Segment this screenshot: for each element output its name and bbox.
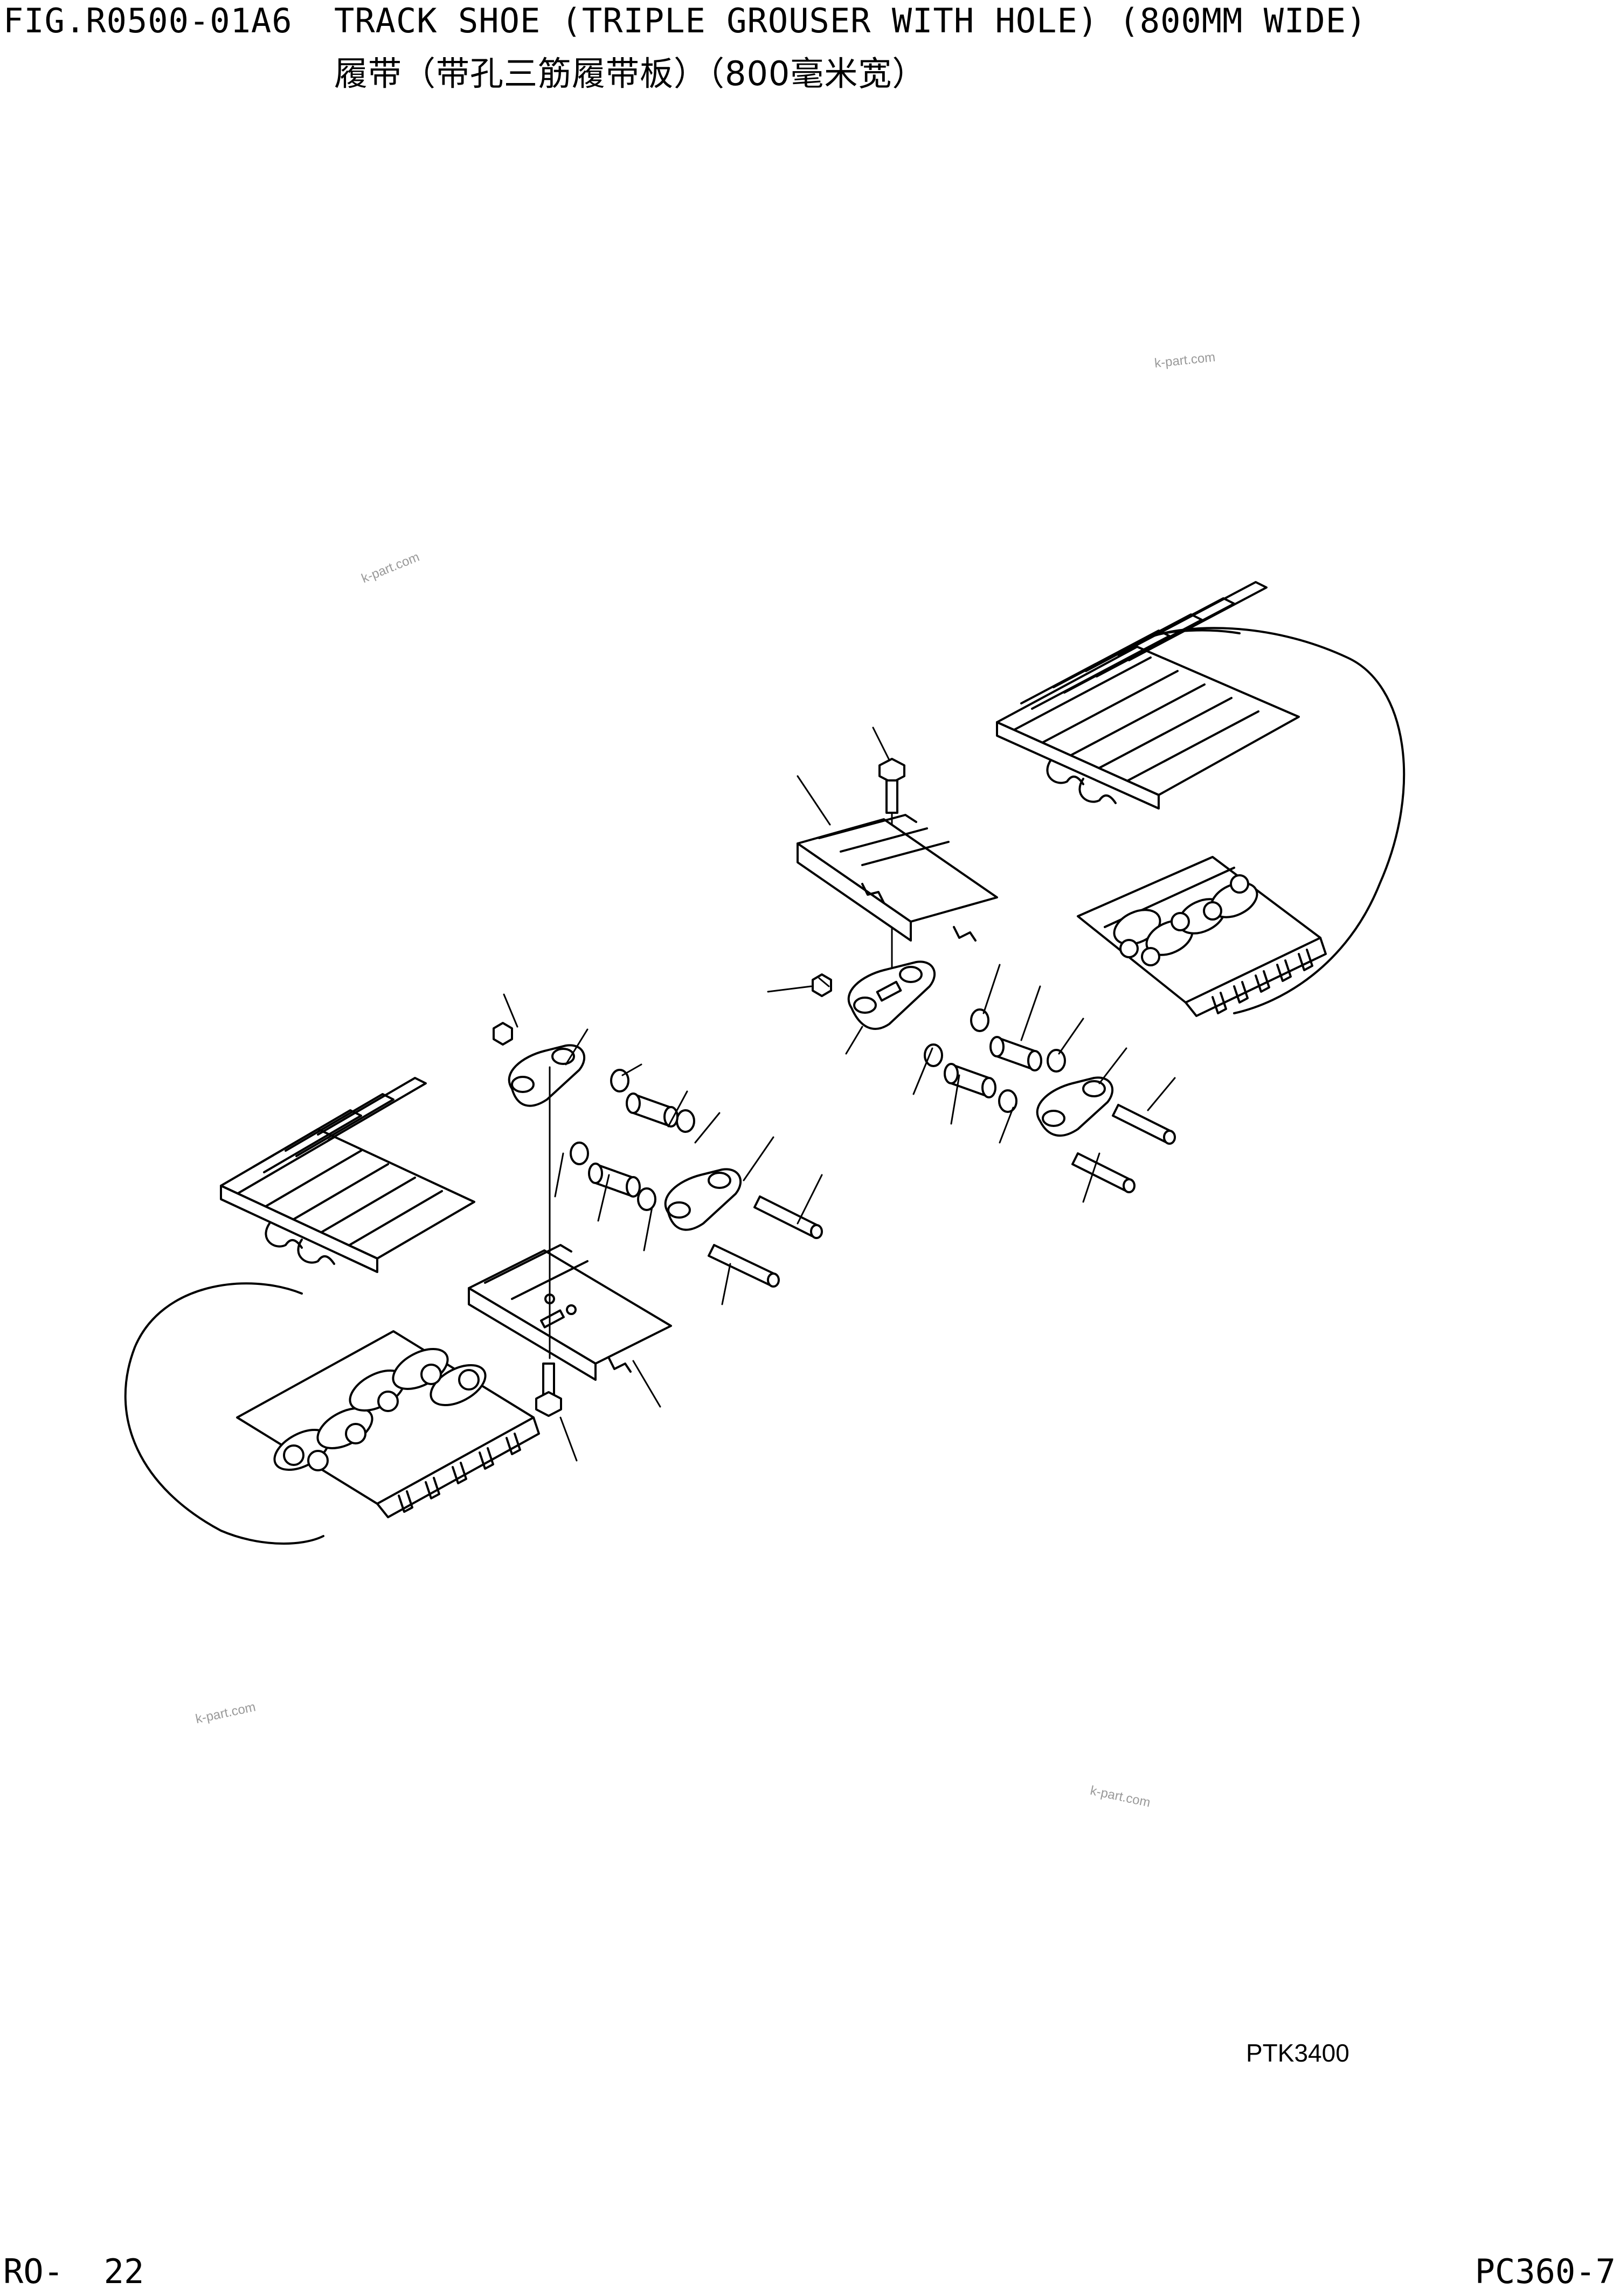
exploded-parts-right: [797, 758, 1176, 1193]
dust-seal-right-3: [924, 1043, 943, 1067]
track-link-left-2: [664, 1168, 742, 1231]
lower-chain-links: [236, 1330, 540, 1518]
bushing-right-lower: [944, 1063, 996, 1098]
figure-number: FIG.R0500-01A6: [3, 1, 293, 40]
track-link-right: [1036, 1076, 1114, 1137]
track-pin-right-2: [1071, 1152, 1136, 1193]
track-pin-right-1: [1112, 1104, 1176, 1145]
shoe-bolt-lower: [535, 1363, 562, 1417]
leader-lines: [503, 727, 1176, 1462]
bushing-left-upper: [626, 1092, 679, 1128]
grouser-shoe-upper: [797, 814, 998, 942]
track-pin-left-2: [708, 1244, 780, 1288]
dust-seal-right-1: [970, 1008, 989, 1032]
page-number: RO- 22: [3, 2252, 144, 2291]
track-pin-left-1: [753, 1195, 823, 1239]
lower-grouser-shoes: [220, 1077, 475, 1273]
grouser-shoe-lower: [468, 1244, 672, 1381]
bushing-left-lower: [588, 1163, 641, 1198]
track-assembly-lower-left: [124, 1077, 540, 1545]
shoe-nut-upper: [812, 973, 832, 997]
illustration-code: PTK3400: [1246, 2039, 1349, 2067]
dust-seal-right-2: [1047, 1049, 1066, 1073]
exploded-parts-left: [468, 1022, 823, 1417]
dust-seal-left-2: [676, 1109, 695, 1133]
dust-seal-right-4: [998, 1089, 1017, 1113]
upper-chain-links: [1077, 856, 1327, 1017]
upper-grouser-shoes: [996, 581, 1300, 810]
shoe-nut-lower: [493, 1022, 513, 1046]
track-assembly-upper-right: [996, 581, 1406, 1017]
machine-model: PC360-7: [1474, 2252, 1616, 2291]
figure-title-english: TRACK SHOE (TRIPLE GROUSER WITH HOLE) (8…: [334, 1, 1367, 40]
dust-seal-left-4: [637, 1187, 656, 1211]
track-link-upper: [847, 960, 936, 1030]
bushing-right-upper: [989, 1036, 1042, 1071]
track-link-left: [508, 1044, 586, 1107]
figure-title-chinese: 履带（带孔三筋履带板）（800毫米宽）: [334, 54, 926, 93]
dust-seal-left-3: [570, 1142, 589, 1165]
